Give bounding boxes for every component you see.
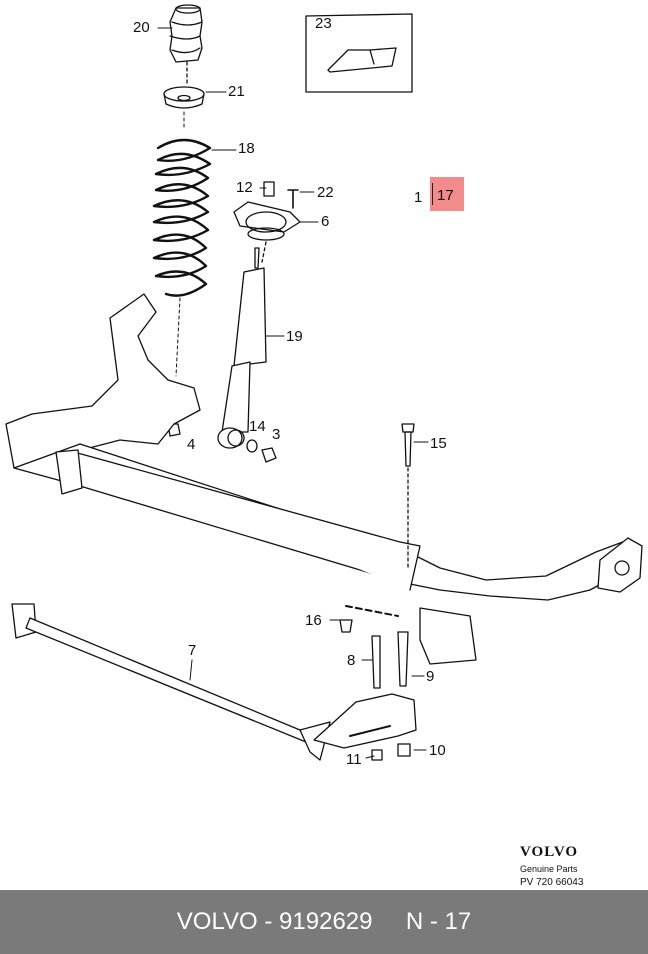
callout-20: 20 [133,19,150,36]
spring-seat-part-21 [163,86,205,109]
callout-12: 12 [236,179,253,196]
callout-4: 4 [187,436,196,453]
callout-3: 3 [272,426,281,443]
callout-17-highlighted: 17 [437,187,454,204]
footer-gap [372,908,405,936]
coil-spring-part-18 [152,111,212,377]
footer-bar: VOLVO - 9192629 N - 17 [0,890,648,954]
footer-reference: N - 17 [405,908,472,935]
callout-9: 9 [426,668,435,685]
diagram-code: PV 720 66043 [520,877,584,888]
highlight-divider [432,183,433,205]
callout-14: 14 [249,418,266,435]
callout-7: 7 [188,642,197,659]
callout-6: 6 [321,213,330,230]
callout-16: 16 [305,612,322,629]
callout-22: 22 [317,184,334,201]
rear-axle-beam [5,293,643,665]
callout-19: 19 [286,328,303,345]
callout-15: 15 [430,435,447,452]
volvo-genuine-parts-mark: VOLVO Genuine Parts PV 720 66043 [520,844,600,888]
volvo-logo: VOLVO [520,844,579,860]
shock-absorber-part-19 [217,247,267,449]
footer-separator: - [257,908,280,935]
callout-10: 10 [429,742,446,759]
bolt-part-15 [401,423,415,571]
highlight-box [430,177,464,211]
top-mount-part-6 [233,181,301,263]
callout-23: 23 [315,15,332,32]
bolts-parts-16-8-9 [339,605,409,689]
callout-21: 21 [228,83,245,100]
exploded-parts-diagram [5,4,643,761]
leader-lines [157,27,429,759]
callout-8: 8 [347,652,356,669]
bump-stop-part-20 [169,4,203,85]
stabilizer-bar-part-7 [11,603,331,761]
genuine-parts-label: Genuine Parts [520,864,578,874]
callout-1: 1 [414,189,423,206]
link-bracket-parts-10-11 [313,693,417,761]
callout-18: 18 [238,140,255,157]
footer-brand: VOLVO [176,908,258,935]
callout-11: 11 [346,751,362,768]
washer-nut-parts-14-3 [246,439,277,463]
footer-part-number: 9192629 [279,908,373,935]
inset-box-part-23 [305,13,413,93]
